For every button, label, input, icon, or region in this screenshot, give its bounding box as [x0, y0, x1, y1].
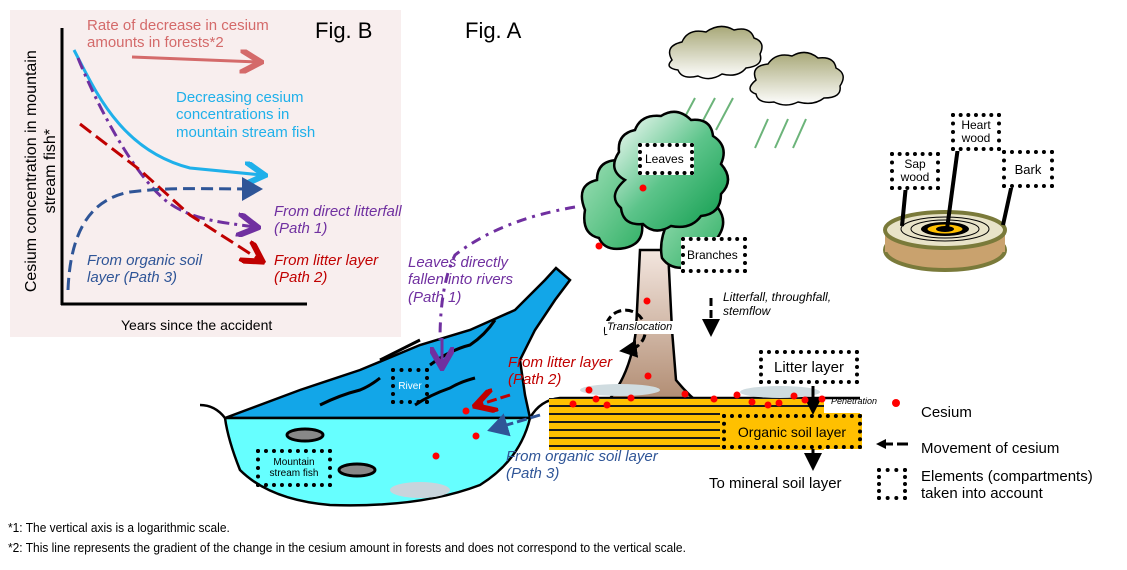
cloud-icon: [668, 25, 844, 106]
tree-stump-icon: [883, 146, 1014, 272]
path2-line2: (Path 2): [274, 269, 328, 287]
legend-movement-label: Movement of cesium: [921, 440, 1060, 457]
fig-b-axes: [60, 28, 307, 306]
path3-arrow: [487, 413, 541, 437]
fish-line1: Mountain: [273, 456, 315, 468]
leaves-river-label: Leaves directly fallen into rivers (Path…: [408, 254, 513, 306]
legend-movement-arrow-icon: [876, 439, 908, 449]
litterfall-label: Litterfall, throughfall, stemflow: [723, 290, 832, 319]
mineral-soil-label: To mineral soil layer: [709, 475, 842, 492]
footnote-2: *2: This line represents the gradient of…: [8, 540, 686, 555]
litter-layer-compartment: Litter layer: [759, 350, 859, 384]
leaves-compartment: Leaves: [638, 143, 694, 175]
path3-line1: From organic soil: [87, 252, 203, 269]
y-axis-label: Cesium concentration in mountain stream …: [22, 26, 60, 316]
fig-b-title: Fig. B: [315, 18, 373, 43]
sapwood-line1: Sap: [904, 157, 926, 172]
path1-label: From direct litterfall (Path 1): [274, 203, 402, 238]
fish-compartment: Mountain stream fish: [256, 449, 332, 487]
fish-curve-label: Decreasing cesium concentrations in moun…: [176, 89, 315, 141]
path1-curve: [76, 57, 255, 227]
litterfall-line2: stemflow: [723, 303, 771, 318]
leaves-label: Leaves: [645, 152, 684, 166]
forest-rate-line2: amounts in forests*2: [87, 34, 224, 52]
path2-curve: [79, 122, 260, 260]
y-axis-label-line2: stream fish*: [42, 128, 59, 214]
fish-curve-line1: Decreasing cesium: [176, 89, 304, 106]
organic-soil-compartment: Organic soil layer: [722, 414, 862, 449]
branches-label: Branches: [687, 248, 738, 262]
path1-line1: From direct litterfall: [274, 203, 402, 220]
bark-compartment: Bark: [1002, 150, 1054, 188]
litter-path-label: From litter layer (Path 2): [508, 354, 612, 389]
river-compartment: River: [391, 368, 429, 404]
legend-cesium-dot-icon: [892, 399, 900, 407]
path2-arrow: [478, 395, 511, 405]
leaves-river-line2: fallen into rivers: [408, 271, 514, 289]
litter-path-line1: From litter layer: [508, 354, 613, 371]
fig-b-panel: [10, 10, 401, 337]
branches-compartment: Branches: [681, 237, 747, 273]
forest-rate-label: Rate of decrease in cesium amounts in fo…: [87, 17, 269, 52]
bark-label: Bark: [1014, 161, 1042, 177]
fig-a-title: Fig. A: [465, 18, 522, 43]
legend-elements-label: Elements (compartments) taken into accou…: [921, 468, 1093, 503]
fish-icon: [285, 427, 377, 478]
forest-rate-arrow: [131, 57, 258, 62]
sapwood-compartment: Sap wood: [890, 152, 940, 190]
litterfall-line1: Litterfall, throughfall,: [723, 290, 832, 304]
river-label: River: [398, 380, 422, 392]
fish-line2: stream fish: [269, 468, 319, 479]
organic-path-label: From organic soil layer (Path 3): [506, 448, 658, 483]
organic-path-line2: (Path 3): [506, 465, 560, 483]
legend-elements-line1: Elements (compartments): [921, 468, 1093, 485]
path3-curve: [66, 176, 263, 291]
leaves-river-line1: Leaves directly: [408, 254, 509, 271]
heartwood-compartment: Heart wood: [951, 113, 1001, 151]
translocation-label: Translocation: [605, 321, 675, 334]
y-axis-label-line1: Cesium concentration in mountain: [22, 50, 40, 293]
legend-cesium-label: Cesium: [921, 404, 972, 421]
forest-rate-line1: Rate of decrease in cesium: [87, 17, 269, 34]
fish-curve-line3: mountain stream fish: [176, 123, 316, 141]
litter-layer-label: Litter layer: [773, 358, 845, 376]
heartwood-line1: Heart: [961, 118, 991, 133]
path2-line1: From litter layer: [274, 252, 379, 269]
footnote-1: *1: The vertical axis is a logarithmic s…: [8, 520, 230, 535]
path3-label: From organic soil layer (Path 3): [87, 252, 202, 287]
path1-dashed-line: [438, 205, 576, 341]
litter-path-line2: (Path 2): [508, 371, 562, 389]
heartwood-line2: wood: [961, 131, 991, 145]
fish-curve-line2: concentrations in: [176, 106, 290, 124]
path2-label: From litter layer (Path 2): [274, 252, 378, 287]
cesium-dots: [432, 184, 826, 460]
sapwood-line2: wood: [900, 170, 930, 184]
organic-path-line1: From organic soil layer: [506, 448, 658, 465]
leaves-river-line3: (Path 1): [408, 288, 462, 306]
rocks: [390, 482, 450, 498]
penetration-label: Penetration: [831, 396, 878, 406]
path3-line2: layer (Path 3): [87, 269, 178, 287]
legend-elements-line2: taken into account: [921, 485, 1043, 503]
x-axis-label: Years since the accident: [121, 317, 273, 333]
organic-soil-label: Organic soil layer: [737, 423, 847, 440]
legend-compartment-icon: [877, 468, 907, 500]
path1-line2: (Path 1): [274, 220, 328, 238]
